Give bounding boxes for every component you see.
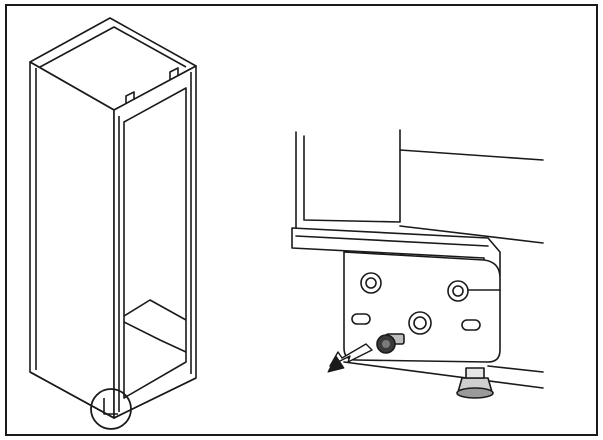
magnifier-circle-icon	[90, 388, 132, 430]
leveling-foot	[456, 367, 494, 399]
appliance-bottom-line	[399, 225, 544, 244]
appliance-top-line	[399, 149, 544, 161]
cabinet-opening	[123, 87, 187, 399]
cabinet-inner-floor-edge	[123, 299, 187, 321]
cabinet-top-notch	[125, 91, 135, 104]
cabinet-inner-floor	[123, 321, 187, 353]
hinge-bracket-detail	[291, 129, 544, 399]
bracket-slot	[461, 319, 481, 331]
appliance-body-inner	[303, 129, 401, 223]
floor-line	[487, 365, 544, 373]
arrow-left-icon	[327, 343, 373, 373]
screw-icon	[376, 333, 405, 354]
bracket-ledge-line	[295, 235, 489, 247]
bracket-slot	[351, 313, 371, 325]
bracket-bolt	[360, 272, 382, 294]
cabinet-overview	[29, 17, 197, 430]
cabinet-left-side	[29, 61, 115, 419]
cabinet-base	[29, 371, 197, 419]
cabinet-top-rim	[39, 26, 187, 68]
cabinet-top-notch	[169, 67, 179, 80]
corner-detail	[103, 398, 118, 415]
bracket-bolt	[447, 280, 469, 302]
bracket-hole-inner	[413, 316, 427, 330]
floor-line	[343, 361, 544, 389]
